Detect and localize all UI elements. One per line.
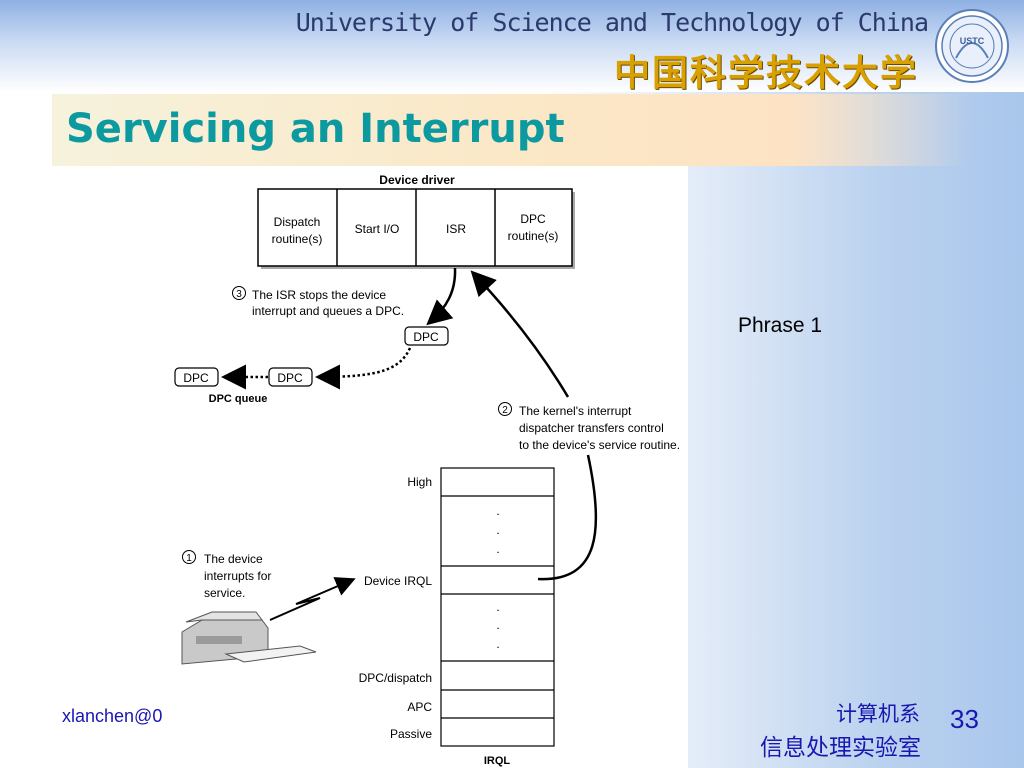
footer-lab: 信息处理实验室 <box>760 735 921 761</box>
step1-text-line1: The device <box>204 552 263 566</box>
page-number: 33 <box>950 704 979 734</box>
step2-text-line2: dispatcher transfers control <box>519 421 664 435</box>
irql-axis-label: IRQL <box>484 755 511 767</box>
ellipsis-dot: . <box>496 637 499 651</box>
irql-column <box>440 467 555 747</box>
step2-text-line1: The kernel's interrupt <box>519 404 632 418</box>
dpc-box-new-label: DPC <box>413 330 439 344</box>
dpc-queue-label: DPC queue <box>209 393 268 405</box>
irql-device-label: Device IRQL <box>364 574 432 588</box>
header-band <box>0 0 1024 92</box>
step1-text-line2: interrupts for <box>204 569 271 583</box>
step2-number: 2 <box>502 405 508 416</box>
university-name-en: University of Science and Technology of … <box>295 8 929 37</box>
irql-dpc-dispatch-label: DPC/dispatch <box>359 671 432 685</box>
step2-text-line3: to the device's service routine. <box>519 438 680 452</box>
irql-passive-label: Passive <box>390 727 432 741</box>
footer-email: xlanchen@0 <box>62 706 163 726</box>
footer-department: 计算机系 <box>836 702 920 726</box>
dpc-to-queue-arrow <box>315 347 412 390</box>
dpc-queue-box-2 <box>268 367 313 387</box>
isr-label: ISR <box>446 222 466 236</box>
phrase-label: Phrase 1 <box>738 314 823 337</box>
step3-number: 3 <box>236 289 242 300</box>
dpc-queue-box-1-label: DPC <box>183 371 209 385</box>
ellipsis-dot: . <box>496 618 499 632</box>
university-name-cn: 中国科学技术大学 <box>613 52 918 94</box>
dispatch-routine-label-2: routine(s) <box>272 232 323 246</box>
irql-apc-label: APC <box>407 700 432 714</box>
printer-device-icon <box>181 611 317 665</box>
step2-marker <box>498 402 512 416</box>
step3-marker <box>232 286 246 300</box>
irql-high-label: High <box>407 475 432 489</box>
interrupt-signal-bolt <box>269 577 356 621</box>
isr-to-dpc-arrow <box>426 267 457 326</box>
ellipsis-dot: . <box>496 600 499 614</box>
dpc-queue-box-2-label: DPC <box>277 371 303 385</box>
ellipsis-dot: . <box>496 523 499 537</box>
step3-text-line2: interrupt and queues a DPC. <box>252 304 404 318</box>
dpc-queue-box-1 <box>174 367 219 387</box>
step3-text-line1: The ISR stops the device <box>252 288 386 302</box>
slide-title: Servicing an Interrupt <box>66 106 565 152</box>
irql-to-dispatcher-curve <box>537 454 598 581</box>
logo-text: USTC <box>960 36 985 46</box>
dpc-routine-label-2: routine(s) <box>508 229 559 243</box>
ellipsis-dot: . <box>496 542 499 556</box>
dispatch-routine-label: Dispatch <box>274 215 321 229</box>
ellipsis-dot: . <box>496 504 499 518</box>
dpc-routine-label: DPC <box>520 212 546 226</box>
driver-box <box>257 188 573 267</box>
step1-marker <box>182 550 196 564</box>
step1-number: 1 <box>186 553 192 564</box>
device-driver-label: Device driver <box>379 173 455 187</box>
dispatcher-to-isr-arrow <box>470 270 570 398</box>
step1-text-line3: service. <box>204 586 245 600</box>
start-io-label: Start I/O <box>355 222 400 236</box>
university-seal-icon: USTC <box>935 9 1009 83</box>
title-bar <box>52 94 972 166</box>
dpc-box-new <box>404 326 449 346</box>
